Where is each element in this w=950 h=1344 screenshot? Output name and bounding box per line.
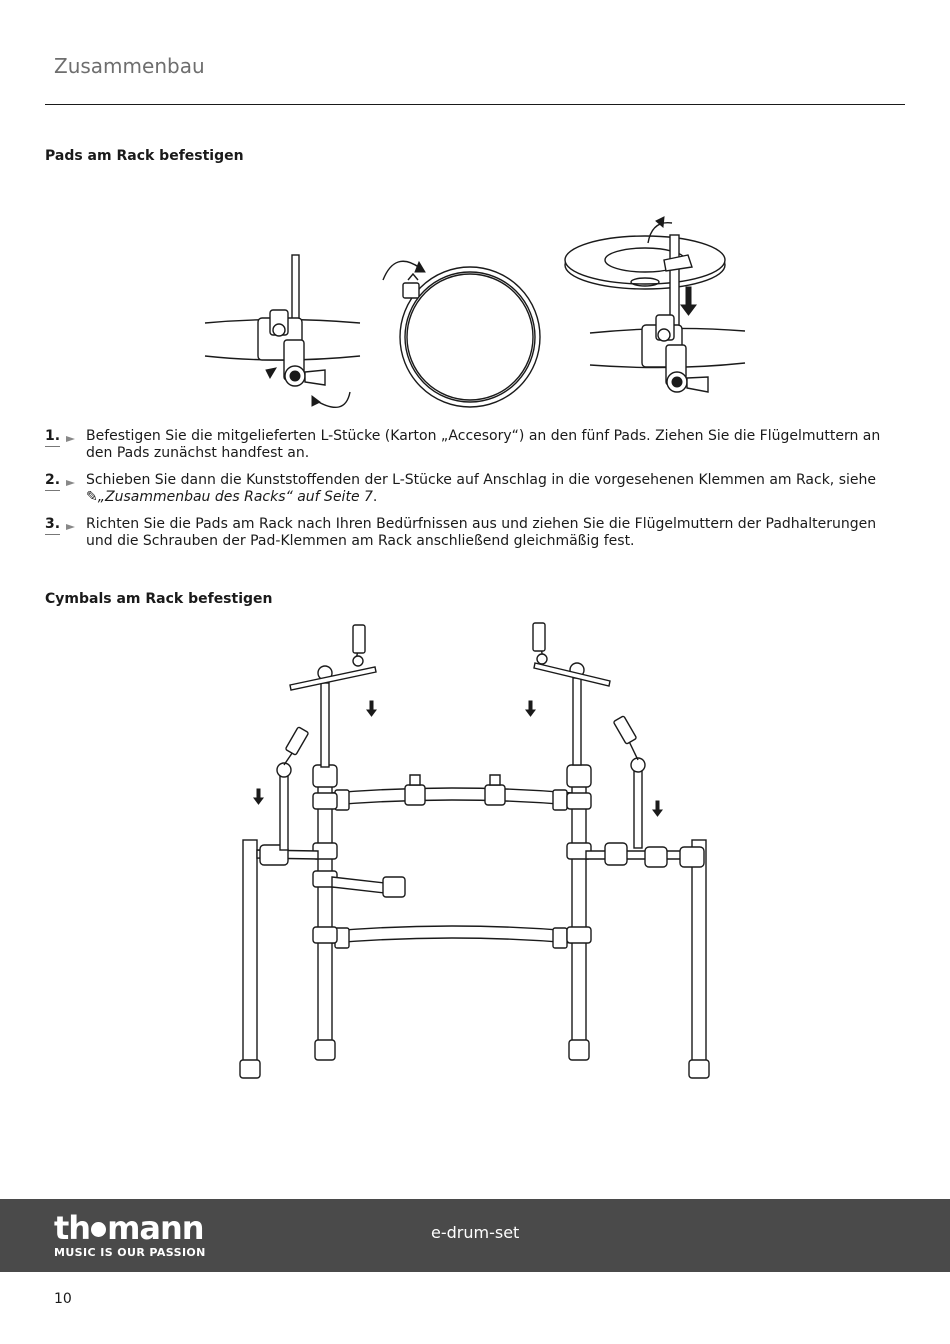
step-text: Richten Sie die Pads am Rack nach Ihren …	[86, 516, 877, 549]
section-heading-pads: Pads am Rack befestigen	[45, 148, 244, 164]
step-item: 2. Schieben Sie dann die Kunststoffenden…	[45, 472, 905, 506]
step-number: 3.	[45, 516, 61, 535]
step-text: Befestigen Sie die mitgelieferten L-Stüc…	[86, 428, 881, 461]
footer-product-name: e-drum-set	[431, 1223, 520, 1242]
pen-link-icon: ✎	[86, 489, 98, 505]
page-number: 10	[54, 1291, 72, 1307]
step-arrow-icon	[66, 436, 75, 442]
cymbal-illustration	[564, 216, 746, 393]
step-number: 1.	[45, 428, 61, 447]
pad-illustration	[382, 260, 541, 408]
brand-dot-icon	[91, 1222, 107, 1237]
step-text: Schieben Sie dann die Kunststoffenden de…	[86, 472, 876, 488]
rack-illustration	[239, 622, 710, 1079]
step-number: 2.	[45, 472, 61, 491]
page-reference-link[interactable]: „Zusammenbau des Racks“ auf Seite 7	[97, 489, 373, 505]
step-list: 1. Befestigen Sie die mitgelieferten L-S…	[45, 428, 905, 560]
pad-clamp-illustration	[204, 254, 361, 409]
header-divider	[45, 104, 905, 105]
brand-tagline: MUSIC IS OUR PASSION	[54, 1246, 206, 1259]
step-text-end: .	[372, 489, 378, 505]
page-title: Zusammenbau	[54, 54, 205, 78]
section-heading-cymbals: Cymbals am Rack befestigen	[45, 591, 273, 607]
step-arrow-icon	[66, 524, 75, 530]
step-item: 1. Befestigen Sie die mitgelieferten L-S…	[45, 428, 905, 462]
step-arrow-icon	[66, 480, 75, 486]
step-item: 3. Richten Sie die Pads am Rack nach Ihr…	[45, 516, 905, 550]
